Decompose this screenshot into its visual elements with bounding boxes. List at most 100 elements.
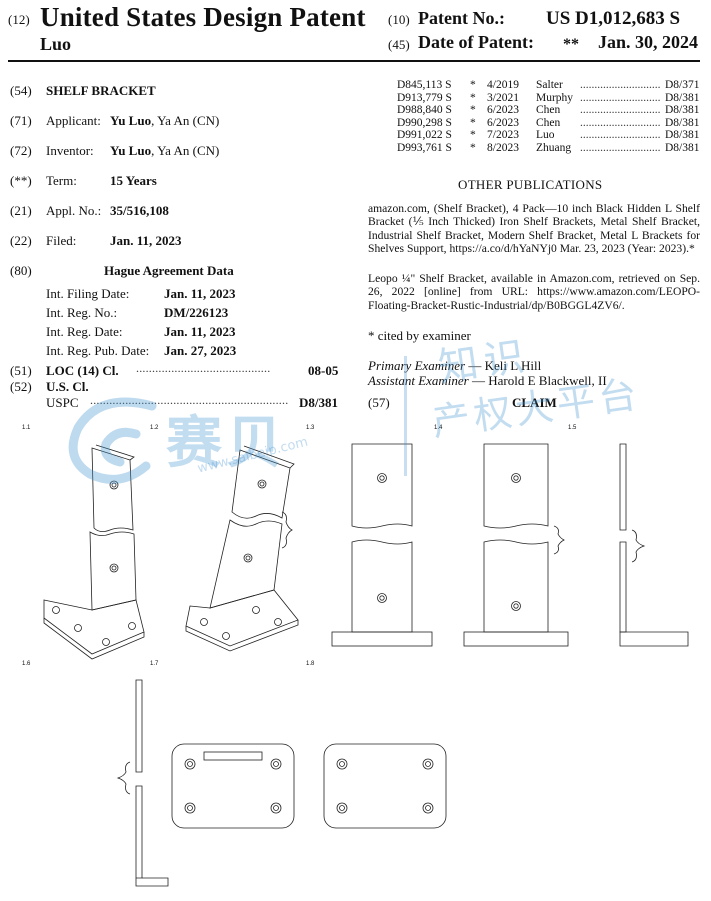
applicant-place: , Ya An (CN) <box>151 113 220 128</box>
ref-name: Salter <box>536 79 566 91</box>
uspc-leader: ........................................… <box>90 393 289 407</box>
figure-label-1-4: 1.4 <box>434 425 443 431</box>
hague-label-reg-no: Int. Reg. No.: <box>46 305 118 320</box>
primary-examiner-name: — Keli L Hill <box>465 358 542 373</box>
header-rule <box>8 60 700 62</box>
document-title: United States Design Patent <box>40 2 366 32</box>
ref-leader: .................................... <box>580 141 660 154</box>
hague-value-pub-date: Jan. 27, 2023 <box>164 343 237 358</box>
ref-number: D991,022 S <box>397 129 452 141</box>
appl-no-label: Appl. No.: <box>46 203 102 218</box>
ref-class: D8/381 <box>663 104 700 116</box>
claim-heading: CLAIM <box>512 395 557 410</box>
assistant-examiner: Assistant Examiner — Harold E Blackwell,… <box>368 373 607 389</box>
figure-1-7-top-view <box>171 743 295 829</box>
code-57: (57) <box>368 395 390 410</box>
uscl-label: U.S. Cl. <box>46 379 89 394</box>
ref-leader: .................................... <box>580 104 660 116</box>
watermark-logo-icon <box>68 397 157 484</box>
figure-1-3-front-view <box>331 443 433 647</box>
hague-value-filing-date: Jan. 11, 2023 <box>164 286 236 301</box>
filed-value: Jan. 11, 2023 <box>110 233 182 248</box>
hague-heading: Hague Agreement Data <box>104 263 234 278</box>
appl-no-value: 35/516,108 <box>110 203 169 218</box>
inventor-short: Luo <box>40 34 72 54</box>
inventor-label: Inventor: <box>46 143 94 158</box>
inventor-value: Yu Luo, Ya An (CN) <box>110 143 219 159</box>
assistant-examiner-name: — Harold E Blackwell, II <box>468 373 607 388</box>
patent-no-label: Patent No.: <box>418 8 505 28</box>
hague-value-reg-no: DM/226123 <box>164 305 229 320</box>
figure-label-1-5: 1.5 <box>568 425 577 431</box>
date-label: Date of Patent: <box>418 32 534 52</box>
ref-class: D8/371 <box>663 79 700 91</box>
code-45: (45) <box>388 37 410 52</box>
ref-number: D845,113 S <box>397 79 452 91</box>
uspc-label: USPC <box>46 395 79 410</box>
ref-date: 7/2023 <box>487 129 519 141</box>
loc-leader: ........................................… <box>136 361 271 375</box>
ref-date: 3/2021 <box>487 91 519 104</box>
ref-leader: .................................... <box>580 129 660 141</box>
primary-examiner-label: Primary Examiner <box>368 358 466 373</box>
loc-value: 08-05 <box>308 363 339 378</box>
patent-date: Jan. 30, 2024 <box>598 32 699 52</box>
watermark-logo-text: 赛贝 <box>166 411 286 476</box>
ref-name: Zhuang <box>536 141 575 154</box>
code-10: (10) <box>388 12 410 27</box>
ref-star: * <box>470 116 476 129</box>
inventor-name: Yu Luo <box>110 143 152 158</box>
code-12: (12) <box>8 12 30 27</box>
uspc-value: D8/381 <box>299 395 338 410</box>
figure-label-1-2: 1.2 <box>150 425 159 431</box>
hague-label-filing-date: Int. Filing Date: <box>46 286 130 301</box>
code-52: (52) <box>10 379 32 394</box>
cited-by-examiner-note: * cited by examiner <box>368 328 471 343</box>
figure-label-1-1: 1.1 <box>22 425 31 431</box>
figure-1-1-perspective <box>43 444 145 660</box>
other-publications-heading: OTHER PUBLICATIONS <box>458 177 603 192</box>
code-54: (54) <box>10 83 32 98</box>
figure-label-1-6: 1.6 <box>22 661 31 667</box>
ref-star: * <box>470 141 476 154</box>
ref-name: Luo <box>536 129 558 141</box>
watermark-divider <box>404 356 407 476</box>
figure-1-4-back-view <box>463 443 569 647</box>
inventor-place: , Ya An (CN) <box>151 143 220 158</box>
code-51: (51) <box>10 363 32 378</box>
ref-class: D8/381 <box>663 116 700 129</box>
code-80: (80) <box>10 263 32 278</box>
ref-name: Murphy <box>536 91 577 104</box>
applicant-name: Yu Luo <box>110 113 152 128</box>
term-value: 15 Years <box>110 173 157 188</box>
figure-label-1-7: 1.7 <box>150 661 159 667</box>
hague-label-reg-date: Int. Reg. Date: <box>46 324 123 339</box>
patent-number: US D1,012,683 S <box>546 8 681 29</box>
other-publication-2: Leopo ¼" Shelf Bracket, available in Ama… <box>368 272 700 312</box>
ref-date: 4/2019 <box>487 79 519 91</box>
ref-leader: .................................... <box>580 116 660 129</box>
ref-leader: .................................... <box>580 91 660 104</box>
ref-star: * <box>470 104 476 116</box>
ref-class: D8/381 <box>663 91 700 104</box>
ref-leader: .................................... <box>580 79 660 91</box>
figure-1-5-side-view <box>619 443 689 647</box>
applicant-label: Applicant: <box>46 113 101 128</box>
ref-number: D988,840 S <box>397 104 452 116</box>
ref-class: D8/381 <box>663 141 700 154</box>
figure-1-2-perspective <box>185 445 299 652</box>
filed-label: Filed: <box>46 233 77 248</box>
ref-star: * <box>470 129 476 141</box>
ref-name: Chen <box>536 116 564 129</box>
primary-examiner: Primary Examiner — Keli L Hill <box>368 358 541 374</box>
ref-class: D8/381 <box>663 129 700 141</box>
ref-date: 6/2023 <box>487 116 519 129</box>
code-21: (21) <box>10 203 32 218</box>
ref-star: * <box>470 91 476 104</box>
figure-1-6-side-view <box>116 679 169 887</box>
hague-value-reg-date: Jan. 11, 2023 <box>164 324 236 339</box>
applicant-value: Yu Luo, Ya An (CN) <box>110 113 219 129</box>
ref-number: D990,298 S <box>397 116 452 129</box>
ref-name: Chen <box>536 104 564 116</box>
term-label: Term: <box>46 173 77 188</box>
